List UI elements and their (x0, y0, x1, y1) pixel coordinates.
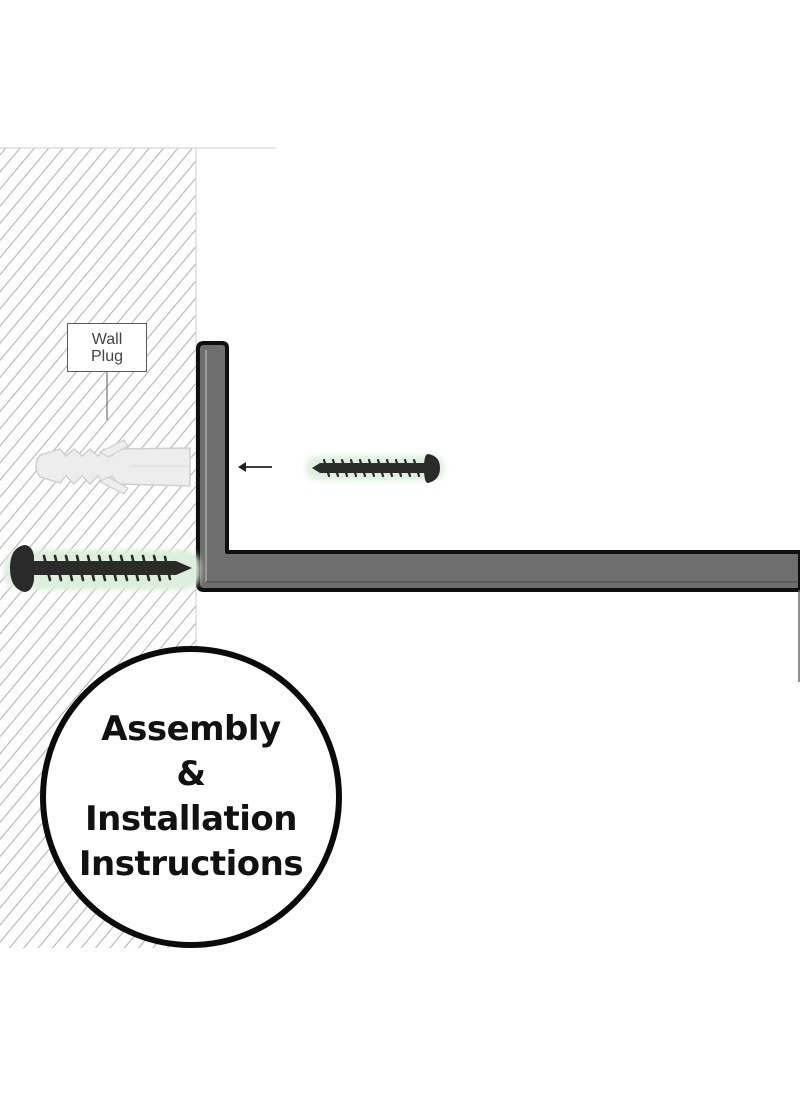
wall-screw-icon (4, 545, 200, 592)
wall-plug-label-line1: Wall (91, 330, 123, 348)
insert-direction-arrow-icon (238, 462, 272, 472)
wall-plug-label-line2: Plug (90, 347, 124, 365)
title-circle: Assembly & Installation Instructions (40, 646, 342, 948)
wall-plug-label: Wall Plug (67, 323, 147, 372)
title-line-assembly: Assembly (101, 709, 281, 749)
l-bracket (196, 341, 800, 592)
title-line-instructions: Instructions (78, 844, 304, 884)
title-line-installation: Installation (84, 799, 298, 839)
wall-plug-icon (35, 439, 191, 495)
title-line-ampersand: & (176, 754, 206, 794)
bracket-screw-icon (306, 454, 444, 483)
